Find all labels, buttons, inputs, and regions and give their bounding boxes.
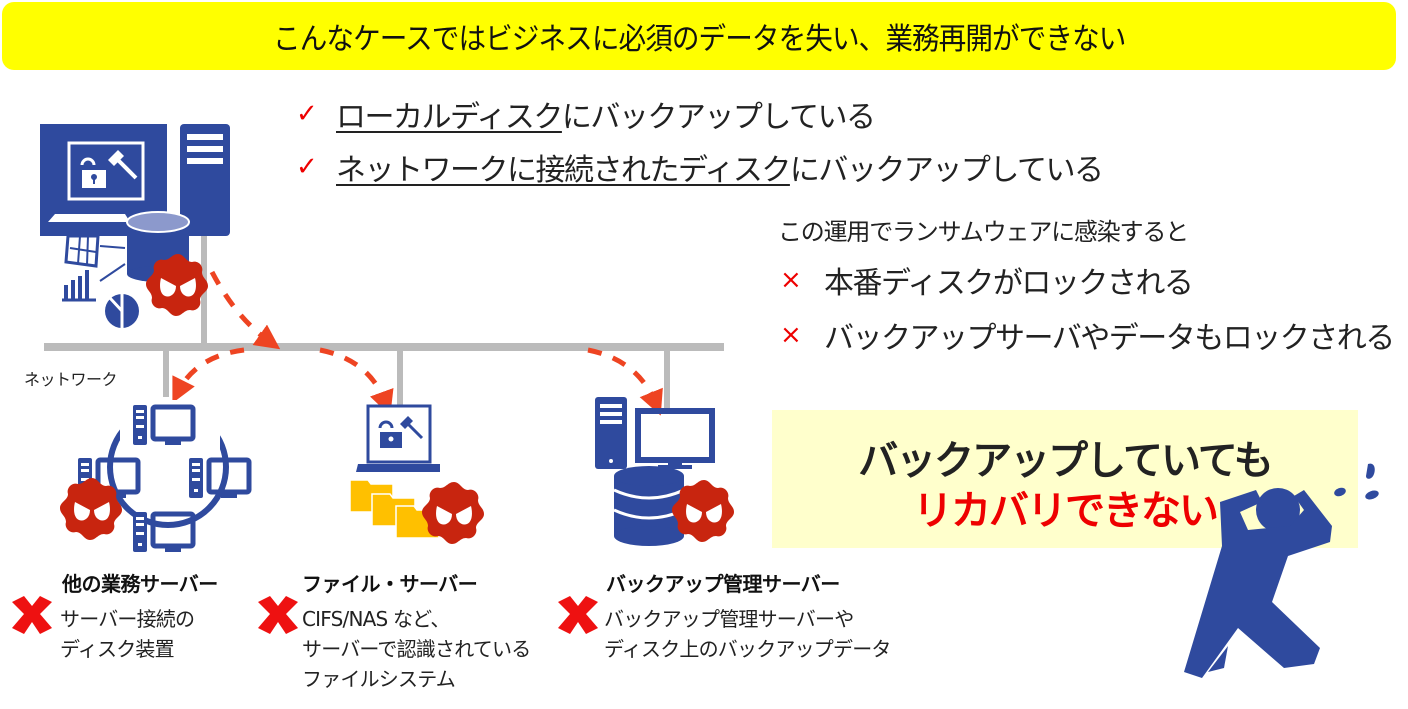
big-cross-icon <box>12 596 52 634</box>
big-cross-icon <box>258 596 298 634</box>
business-servers-icon <box>78 400 249 552</box>
node-desc-line: CIFS/NAS など、 <box>302 607 450 631</box>
cross-icon: × <box>780 265 802 295</box>
node-desc-line: バックアップ管理サーバーや <box>604 607 854 631</box>
banner-title: こんなケースではビジネスに必須のデータを失い、業務再開ができない <box>272 22 1126 57</box>
check-underlined: ネットワークに接続されたディスク <box>336 153 791 188</box>
infection-item: × バックアップサーバやデータもロックされる <box>780 313 1395 357</box>
infection-item-text: バックアップサーバやデータもロックされる <box>824 321 1395 356</box>
check-icon: ✓ <box>296 152 318 182</box>
node-title-backup-server: バックアップ管理サーバー <box>606 572 840 596</box>
cross-icon: × <box>780 320 802 350</box>
infection-arrows <box>172 270 663 416</box>
infected-workstation-icon <box>40 124 230 328</box>
callout-line-1: バックアップしていても <box>858 438 1274 484</box>
ransomware-virus-icon <box>146 254 208 316</box>
ransomware-virus-icon <box>422 482 484 544</box>
node-desc-file-server: CIFS/NAS など、 サーバーで認識されている ファイルシステム <box>302 604 531 694</box>
check-underlined: ローカルディスク <box>336 100 563 135</box>
check-item-network-disk: ✓ ネットワークに接続されたディスクにバックアップしている <box>296 145 1104 189</box>
network-label: ネットワーク <box>24 370 118 389</box>
infection-item: × 本番ディスクがロックされる <box>780 258 1194 302</box>
ransomware-virus-icon <box>60 478 122 540</box>
check-rest: にバックアップしている <box>789 153 1104 188</box>
node-title-file-server: ファイル・サーバー <box>302 572 478 596</box>
node-desc-line: ディスク上のバックアップデータ <box>604 637 891 661</box>
node-desc-line: サーバー接続の <box>60 607 195 631</box>
infection-intro: この運用でランサムウェアに感染すると <box>778 218 1189 246</box>
backup-server-icon <box>595 397 715 546</box>
conclusion-callout: バックアップしていても リカバリできない <box>772 410 1358 548</box>
check-icon: ✓ <box>296 99 318 129</box>
node-desc-business-servers: サーバー接続の ディスク装置 <box>60 604 195 664</box>
node-desc-line: ディスク装置 <box>60 637 175 661</box>
node-desc-line: サーバーで認識されている <box>302 637 531 661</box>
title-banner: こんなケースではビジネスに必須のデータを失い、業務再開ができない <box>2 2 1396 70</box>
distressed-person-icon <box>1184 463 1379 678</box>
node-title-business-servers: 他の業務サーバー <box>62 572 218 596</box>
node-desc-backup-server: バックアップ管理サーバーや ディスク上のバックアップデータ <box>604 604 891 664</box>
big-cross-icon <box>558 596 598 634</box>
callout-line-2: リカバリできない <box>913 488 1219 534</box>
check-rest: にバックアップしている <box>561 100 876 135</box>
ransomware-virus-icon <box>672 480 734 542</box>
infection-item-text: 本番ディスクがロックされる <box>824 266 1194 301</box>
check-item-local-disk: ✓ ローカルディスクにバックアップしている <box>296 92 876 136</box>
node-desc-line: ファイルシステム <box>302 667 456 691</box>
